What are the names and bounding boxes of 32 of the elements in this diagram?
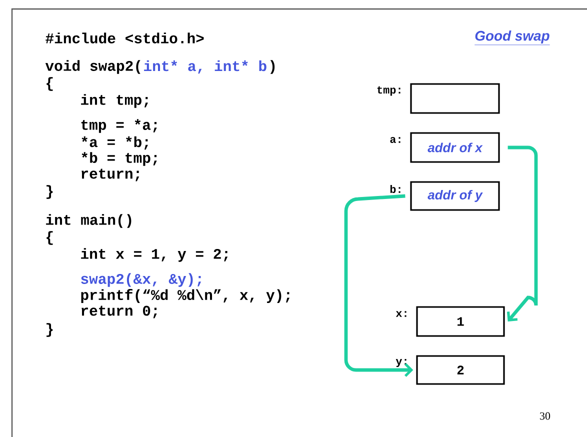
memory-box [410,83,500,114]
variable-label: b: [390,184,400,194]
code-line: swap2(&x, &y); [81,273,202,287]
code-line: } [46,323,53,337]
variable-label: x: [396,311,406,317]
slide-title: Good swap [474,30,550,46]
code-line: int tmp; [81,94,148,108]
memory-box: addr of x [410,132,500,163]
variable-label: y: [396,358,406,368]
memory-box: addr of y [410,181,500,211]
code-line: *b = tmp; [82,152,157,166]
code-line: { [46,231,53,245]
variable-label: a: [390,137,400,143]
code-line: return 0; [82,306,157,318]
code-line: return; [82,168,140,182]
variable-label: tmp: [377,86,400,96]
code-line: int main() [46,214,132,228]
code-line: } [46,185,53,199]
code-line: *a = *b; [82,136,148,150]
arrow [344,194,414,377]
code-line: int* a, int* b [144,60,266,74]
code-line: printf(“%d %d\n”, x, y); [81,289,290,303]
code-line: void swap2( [45,60,140,74]
arrow [506,146,538,322]
code-line: { [46,77,53,91]
memory-box: 2 [416,355,505,385]
memory-box: 1 [416,306,505,337]
page-number: 30 [540,412,550,420]
code-line: tmp = *a; [81,119,157,133]
code-line: #include <stdio.h> [46,32,204,44]
code-line: ) [270,60,275,74]
code-line: int x = 1, y = 2; [81,248,228,262]
